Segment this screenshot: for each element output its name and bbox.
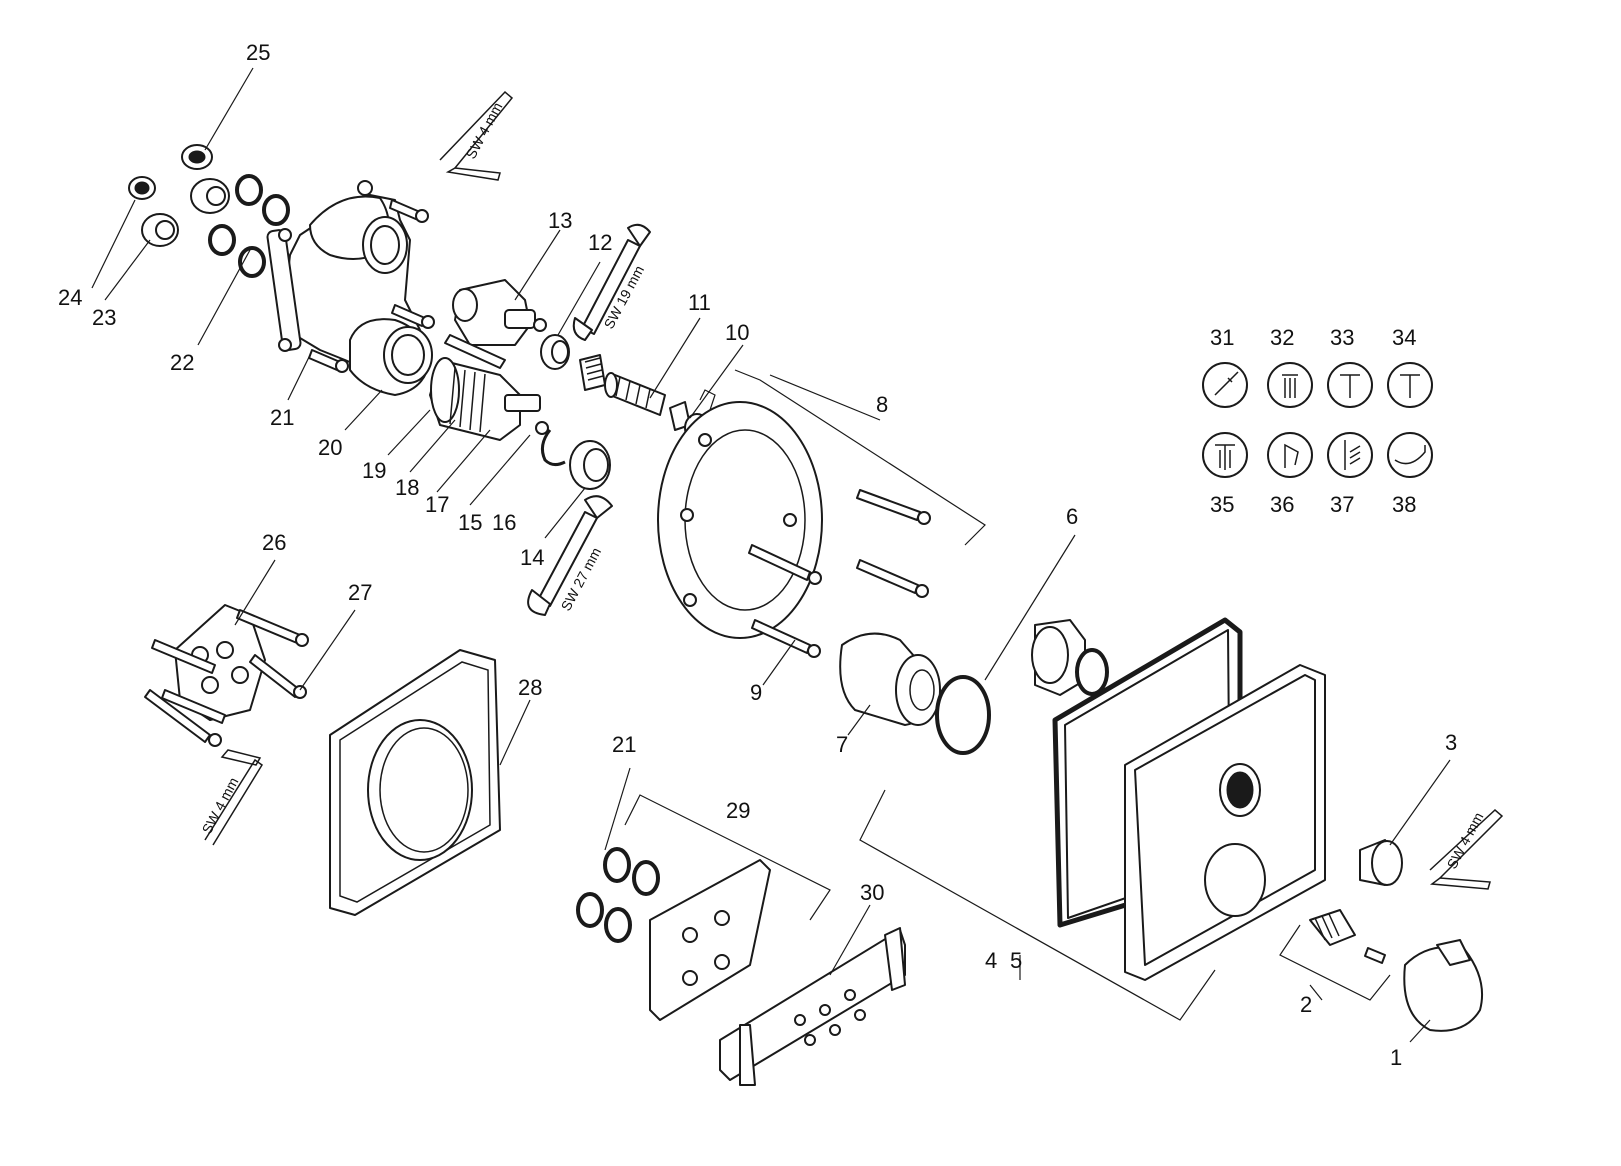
hex-key-left [204, 749, 264, 846]
callout-17: 17 [425, 492, 449, 517]
hex-key-left-label: SW 4 mm [199, 775, 242, 837]
callout-8: 8 [876, 392, 888, 417]
callout-25: 25 [246, 40, 270, 65]
symbol-cap-37 [1327, 432, 1373, 478]
symbol-cap-32 [1267, 362, 1313, 408]
callout-23: 23 [92, 305, 116, 330]
callout-3: 3 [1445, 730, 1457, 755]
plaster-template-28 [329, 649, 501, 916]
callout-1: 1 [1390, 1045, 1402, 1070]
callout-9: 9 [750, 680, 762, 705]
callout-38: 38 [1392, 492, 1416, 517]
hex-key-right-label: SW 4 mm [1444, 810, 1487, 872]
callout-18: 18 [395, 475, 419, 500]
callout-13: 13 [548, 208, 572, 233]
mounting-plate-29 [649, 859, 771, 1021]
extension-2 [1309, 909, 1386, 964]
callout-12: 12 [588, 230, 612, 255]
callout-35: 35 [1210, 492, 1234, 517]
plaster-guard-ring-8 [657, 401, 823, 639]
wrench-19 [572, 223, 651, 341]
extension-sleeve-7 [839, 632, 941, 726]
thermostat-cartridge-19 [429, 357, 549, 441]
screws-9 [748, 489, 931, 658]
callout-21-second: 21 [612, 732, 636, 757]
symbol-cap-34 [1387, 362, 1433, 408]
o-rings-22 [208, 174, 290, 278]
callout-22: 22 [170, 350, 194, 375]
hex-key-right [1429, 808, 1504, 890]
adapter-6 [1031, 619, 1109, 696]
callout-2: 2 [1300, 992, 1312, 1017]
callout-5: 5 [1010, 948, 1022, 973]
callout-16: 16 [492, 510, 516, 535]
clip-15 [540, 429, 566, 467]
callout-15: 15 [458, 510, 482, 535]
callout-7: 7 [836, 732, 848, 757]
button-cap-3 [1359, 839, 1403, 886]
body-screw-upper [389, 199, 429, 223]
symbol-cap-31 [1202, 362, 1248, 408]
callout-21: 21 [270, 405, 294, 430]
callout-4: 4 [985, 948, 997, 973]
symbol-cap-38 [1387, 432, 1433, 478]
mounting-rail-30 [719, 927, 906, 1086]
wrench-27 [527, 495, 613, 616]
callout-29: 29 [726, 798, 750, 823]
callout-26: 26 [262, 530, 286, 555]
callout-numbers: 1 2 3 4 5 6 7 8 9 10 11 12 13 14 15 16 1… [58, 40, 1457, 1070]
leader-lines [91, 67, 1451, 1043]
o-ring-6a [935, 675, 991, 755]
thread-spindle-11 [579, 354, 666, 416]
callout-33: 33 [1330, 325, 1354, 350]
symbol-cap-33 [1327, 362, 1373, 408]
callout-31: 31 [1210, 325, 1234, 350]
adapter-14 [569, 440, 611, 490]
callout-24: 24 [58, 285, 82, 310]
callout-10: 10 [725, 320, 749, 345]
callout-36: 36 [1270, 492, 1294, 517]
callout-19: 19 [362, 458, 386, 483]
symbol-cap-36 [1267, 432, 1313, 478]
callout-14: 14 [520, 545, 544, 570]
mounting-plate-26 [144, 604, 309, 747]
callout-6: 6 [1066, 504, 1078, 529]
callout-27: 27 [348, 580, 372, 605]
valve-body-21 [266, 180, 433, 396]
callout-30: 30 [860, 880, 884, 905]
o-rings-21b [576, 847, 660, 943]
callout-20: 20 [318, 435, 342, 460]
check-valve-25 [181, 144, 230, 214]
check-valve-24 [128, 176, 179, 247]
callout-28: 28 [518, 675, 542, 700]
callout-37: 37 [1330, 492, 1354, 517]
symbol-cap-35 [1202, 432, 1248, 478]
thermostat-handle-1 [1403, 939, 1484, 1032]
hex-key-top [439, 90, 514, 181]
diverter-spindle-13 [444, 279, 547, 369]
callout-11: 11 [688, 290, 711, 315]
nut-12 [540, 334, 570, 370]
callout-34: 34 [1392, 325, 1416, 350]
callout-32: 32 [1270, 325, 1294, 350]
cover-plate-5 [1124, 664, 1326, 981]
body-screw-right [391, 304, 435, 329]
